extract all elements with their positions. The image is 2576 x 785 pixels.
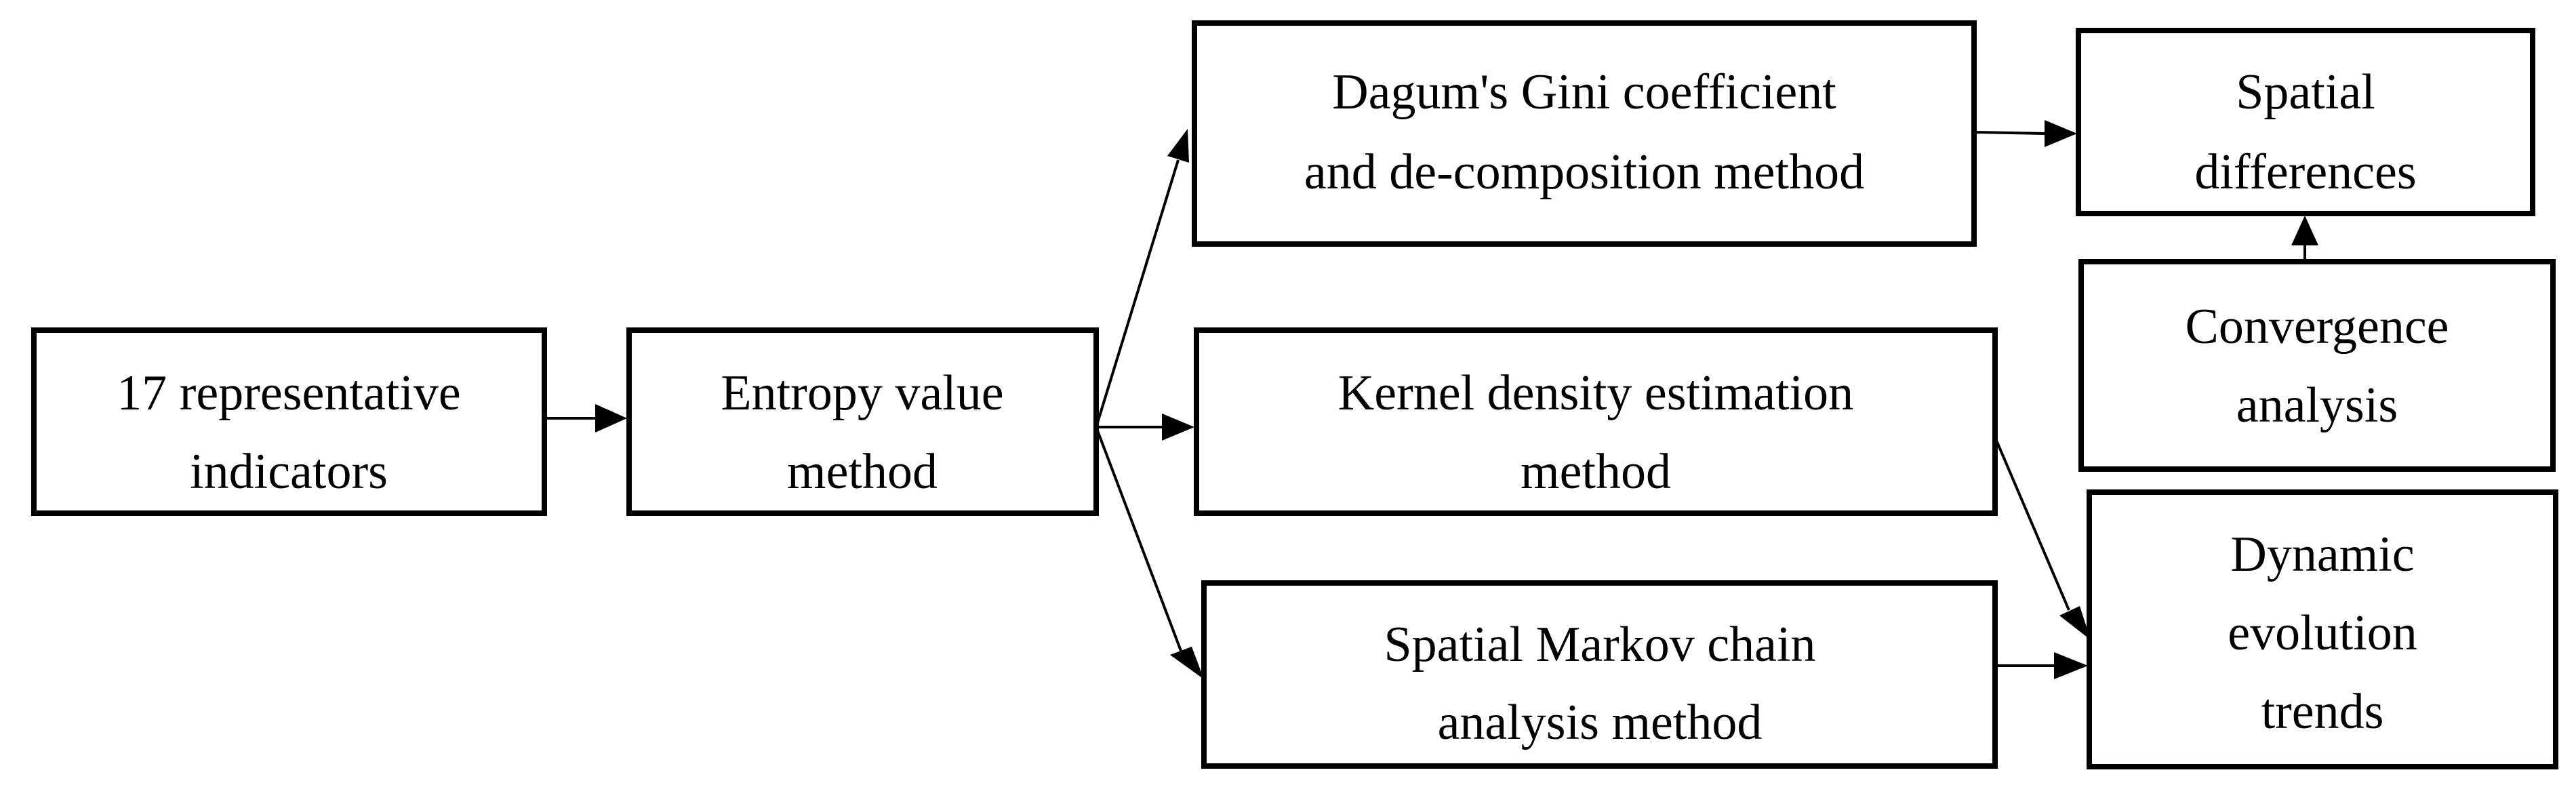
node-dynamic-line-1: Dynamic <box>2230 527 2414 582</box>
node-dagum-line-2: and de-composition method <box>1304 144 1864 200</box>
node-spatial-differences-box <box>2076 28 2535 216</box>
node-dynamic-line-3: trends <box>2261 684 2384 740</box>
node-indicators: 17 representative indicators <box>31 327 547 516</box>
arrowhead-convergence-to-spatial-differences <box>2291 216 2318 245</box>
node-entropy-line-1: Entropy value <box>721 365 1003 421</box>
node-dynamic: Dynamic evolution trends <box>2087 489 2558 769</box>
edge-kernel-to-dynamic <box>1994 437 2070 611</box>
node-convergence-line-2: analysis <box>2236 378 2398 433</box>
node-indicators-line-1: 17 representative <box>117 365 461 421</box>
node-kernel-line-1: Kernel density estimation <box>1338 365 1853 421</box>
node-convergence-line-1: Convergence <box>2185 299 2449 355</box>
node-kernel: Kernel density estimation method <box>1194 327 1998 516</box>
node-spatial-differences: Spatial differences <box>2076 28 2535 216</box>
node-dagum-box <box>1192 20 1977 247</box>
node-markov: Spatial Markov chain analysis method <box>1201 580 1998 769</box>
edge-entropy-to-markov <box>1095 426 1182 651</box>
node-dagum-line-1: Dagum's Gini coefficient <box>1332 64 1836 120</box>
node-markov-line-2: analysis method <box>1438 695 1763 750</box>
node-dagum: Dagum's Gini coefficient and de-composit… <box>1192 20 1977 247</box>
node-entropy: Entropy value method <box>626 327 1099 516</box>
arrowhead-indicators-to-entropy <box>595 404 627 432</box>
node-dynamic-box <box>2087 489 2558 769</box>
node-indicators-box <box>31 327 547 516</box>
arrowhead-entropy-to-kernel <box>1162 414 1194 441</box>
arrowhead-entropy-to-dagum <box>1167 129 1189 163</box>
node-convergence-box <box>2078 259 2556 472</box>
node-spatial-differences-line-2: differences <box>2194 144 2416 200</box>
node-indicators-line-2: indicators <box>190 444 388 500</box>
arrowhead-kernel-to-dynamic <box>2059 606 2091 640</box>
node-entropy-line-2: method <box>787 444 938 500</box>
node-spatial-differences-line-1: Spatial <box>2236 64 2375 120</box>
node-markov-line-1: Spatial Markov chain <box>1384 617 1815 672</box>
node-convergence: Convergence analysis <box>2078 259 2556 472</box>
node-markov-box <box>1201 580 1998 769</box>
edge-dagum-to-spatial-differences <box>1973 131 2045 135</box>
arrowhead-dagum-to-spatial-differences <box>2045 120 2077 147</box>
edge-entropy-to-dagum <box>1095 159 1180 428</box>
edges <box>544 120 2318 679</box>
arrowhead-markov-to-dynamic <box>2054 652 2088 679</box>
node-kernel-line-2: method <box>1521 444 1671 500</box>
arrowhead-entropy-to-markov <box>1170 647 1204 679</box>
node-kernel-box <box>1194 327 1998 516</box>
node-dynamic-line-2: evolution <box>2228 605 2417 661</box>
node-entropy-box <box>626 327 1099 516</box>
